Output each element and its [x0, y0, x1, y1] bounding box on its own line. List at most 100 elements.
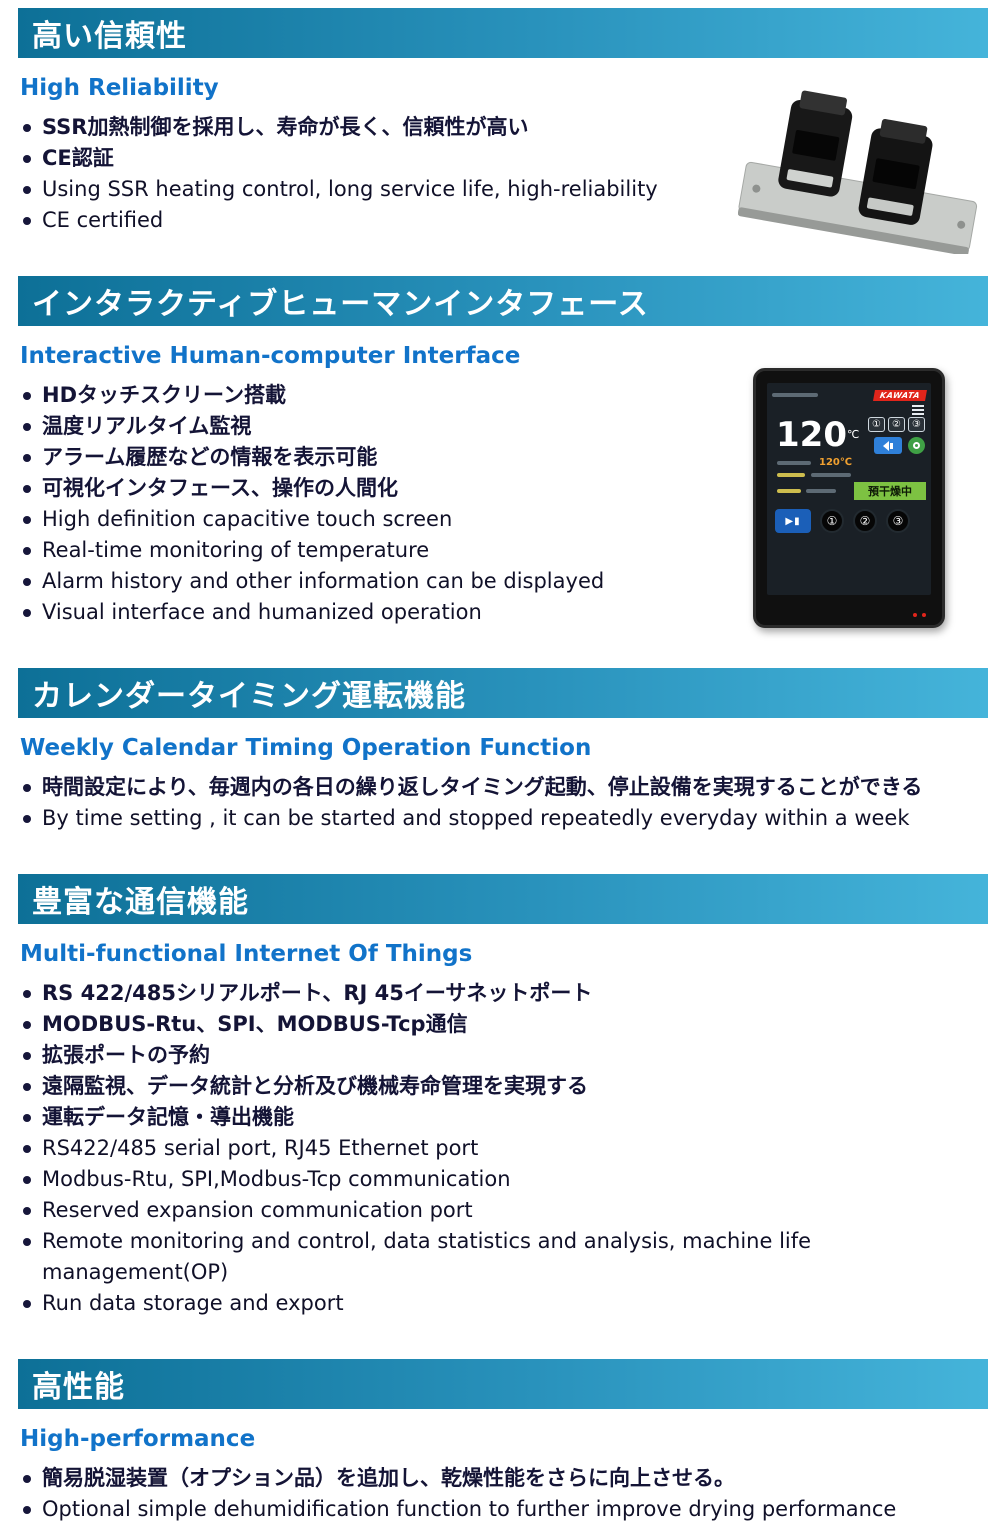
bullet-item: HDタッチスクリーン搭載: [18, 380, 738, 411]
section-title-jp: 豊富な通信機能: [18, 874, 988, 924]
led-indicator: [913, 613, 917, 617]
bullet-item: 遠隔監視、データ統計と分析及び機械寿命管理を実現する: [18, 1071, 988, 1102]
section-communication: 豊富な通信機能 Multi-functional Internet Of Thi…: [18, 874, 988, 1319]
bullet-dot-icon: [23, 1475, 31, 1483]
bullet-text: Reserved expansion communication port: [42, 1198, 473, 1222]
status-left: [772, 482, 854, 500]
bullet-text: CE認証: [42, 146, 114, 170]
bullet-text: 運転データ記憶・導出機能: [42, 1105, 294, 1129]
section-high-performance: 高性能 High-performance 簡易脱湿装置（オプション品）を追加し、…: [18, 1359, 988, 1525]
bullet-text: 温度リアルタイム監視: [42, 414, 252, 438]
bullet-item: Optional simple dehumidification functio…: [18, 1494, 988, 1525]
menu-row: [772, 403, 926, 415]
bullet-item: Using SSR heating control, long service …: [18, 174, 738, 205]
play-pause-button: ▶▮: [775, 509, 811, 533]
status-banner: 預干燥中: [854, 482, 926, 500]
numbered-key-row: ① ② ③: [868, 417, 925, 432]
bullet-item: Reserved expansion communication port: [18, 1195, 988, 1226]
bullet-list: SSR加熱制御を採用し、寿命が長く、信頼性が高い CE認証 Using SSR …: [18, 112, 738, 236]
bullet-text: Visual interface and humanized operation: [42, 600, 482, 624]
bullet-text: アラーム履歴などの情報を表示可能: [42, 445, 378, 469]
bullet-text: 簡易脱湿装置（オプション品）を追加し、乾燥性能をさらに向上させる。: [42, 1466, 735, 1490]
bullet-dot-icon: [23, 1506, 31, 1514]
bullet-dot-icon: [23, 547, 31, 555]
speaker-icon: [874, 437, 902, 454]
bullet-dot-icon: [23, 392, 31, 400]
info-row: [772, 473, 926, 477]
bullet-dot-icon: [23, 1083, 31, 1091]
bullet-dot-icon: [23, 815, 31, 823]
bullet-dot-icon: [23, 578, 31, 586]
bullet-item: MODBUS-Rtu、SPI、MODBUS-Tcp通信: [18, 1009, 988, 1040]
bullet-text: Run data storage and export: [42, 1291, 344, 1315]
led-indicators: [913, 613, 926, 617]
section-title-en: Weekly Calendar Timing Operation Functio…: [20, 735, 592, 761]
key-1-button: ①: [868, 417, 885, 432]
bullet-item: CE certified: [18, 205, 738, 236]
bullet-item: アラーム履歴などの情報を表示可能: [18, 442, 738, 473]
temperature-unit: ℃: [846, 428, 860, 441]
bullet-dot-icon: [23, 1238, 31, 1246]
bullet-list: RS 422/485シリアルポート、RJ 45イーサネットポート MODBUS-…: [18, 978, 988, 1319]
set-temp-value: 120℃: [819, 457, 852, 468]
bullet-item: Run data storage and export: [18, 1288, 988, 1319]
section-high-reliability: 高い信頼性 High Reliability SSR加熱制御を採用し、寿命が長く…: [18, 8, 988, 236]
bullet-item: Real-time monitoring of temperature: [18, 535, 738, 566]
function-key-row: [874, 437, 925, 454]
controller-screen: KAWATA 120℃ ① ② ③: [767, 383, 931, 595]
status-row: 預干燥中: [772, 482, 926, 500]
section-title-en: Interactive Human-computer Interface: [20, 343, 521, 369]
bullet-text: CE certified: [42, 208, 164, 232]
bullet-dot-icon: [23, 1145, 31, 1153]
set-temp-row: 120℃: [772, 457, 926, 468]
bullet-text: 遠隔監視、データ統計と分析及び機械寿命管理を実現する: [42, 1074, 588, 1098]
bullet-text: Optional simple dehumidification functio…: [42, 1497, 897, 1521]
section-interactive-hmi: インタラクティブヒューマンインタフェース Interactive Human-c…: [18, 276, 988, 628]
screen-top-bar: KAWATA: [772, 387, 927, 403]
bullet-item: 簡易脱湿装置（オプション品）を追加し、乾燥性能をさらに向上させる。: [18, 1463, 988, 1494]
datetime-text-placeholder: [772, 393, 818, 397]
bullet-item: High definition capacitive touch screen: [18, 504, 738, 535]
round-key-2-button: ②: [853, 509, 877, 533]
bullet-dot-icon: [23, 217, 31, 225]
bullet-dot-icon: [23, 1207, 31, 1215]
bullet-text: 可視化インタフェース、操作の人間化: [42, 476, 398, 500]
bullet-text: SSR加熱制御を採用し、寿命が長く、信頼性が高い: [42, 115, 529, 139]
section-calendar-timing: カレンダータイミング運転機能 Weekly Calendar Timing Op…: [18, 668, 988, 834]
key-3-button: ③: [908, 417, 925, 432]
bullet-text: Remote monitoring and control, data stat…: [42, 1229, 812, 1284]
section-title-jp: インタラクティブヒューマンインタフェース: [18, 276, 988, 326]
set-temp-label-placeholder: [777, 460, 811, 465]
info-text-placeholder: [777, 473, 805, 477]
bullet-dot-icon: [23, 186, 31, 194]
section-title-en: High Reliability: [20, 75, 219, 101]
section-title-jp: 高い信頼性: [18, 8, 988, 58]
led-indicator: [922, 613, 926, 617]
bullet-dot-icon: [23, 1176, 31, 1184]
section-title-jp: 高性能: [18, 1359, 988, 1409]
bullet-dot-icon: [23, 1021, 31, 1029]
bullet-item: SSR加熱制御を採用し、寿命が長く、信頼性が高い: [18, 112, 738, 143]
temperature-display: 120℃: [772, 417, 859, 454]
bullet-text: Modbus-Rtu, SPI,Modbus-Tcp communication: [42, 1167, 511, 1191]
ssr-relay-photo: [737, 82, 988, 256]
bullet-dot-icon: [23, 1052, 31, 1060]
bullet-list: 時間設定により、毎週内の各日の繰り返しタイミング起動、停止設備を実現することがで…: [18, 772, 988, 834]
key-2-button: ②: [888, 417, 905, 432]
side-keys: ① ② ③: [859, 417, 926, 454]
bullet-list: 簡易脱湿装置（オプション品）を追加し、乾燥性能をさらに向上させる。 Option…: [18, 1463, 988, 1525]
bullet-dot-icon: [23, 1300, 31, 1308]
bullet-text: Using SSR heating control, long service …: [42, 177, 658, 201]
bullet-list: HDタッチスクリーン搭載 温度リアルタイム監視 アラーム履歴などの情報を表示可能…: [18, 380, 738, 628]
bullet-text: RS422/485 serial port, RJ45 Ethernet por…: [42, 1136, 479, 1160]
info-text-placeholder: [811, 473, 851, 477]
bullet-dot-icon: [23, 1114, 31, 1122]
section-title-en: High-performance: [20, 1426, 256, 1452]
bullet-item: Visual interface and humanized operation: [18, 597, 738, 628]
bullet-dot-icon: [23, 423, 31, 431]
control-button-row: ▶▮ ① ② ③: [772, 509, 926, 533]
status-text-placeholder: [777, 489, 801, 493]
bullet-item: 時間設定により、毎週内の各日の繰り返しタイミング起動、停止設備を実現することがで…: [18, 772, 988, 803]
bullet-item: RS422/485 serial port, RJ45 Ethernet por…: [18, 1133, 988, 1164]
